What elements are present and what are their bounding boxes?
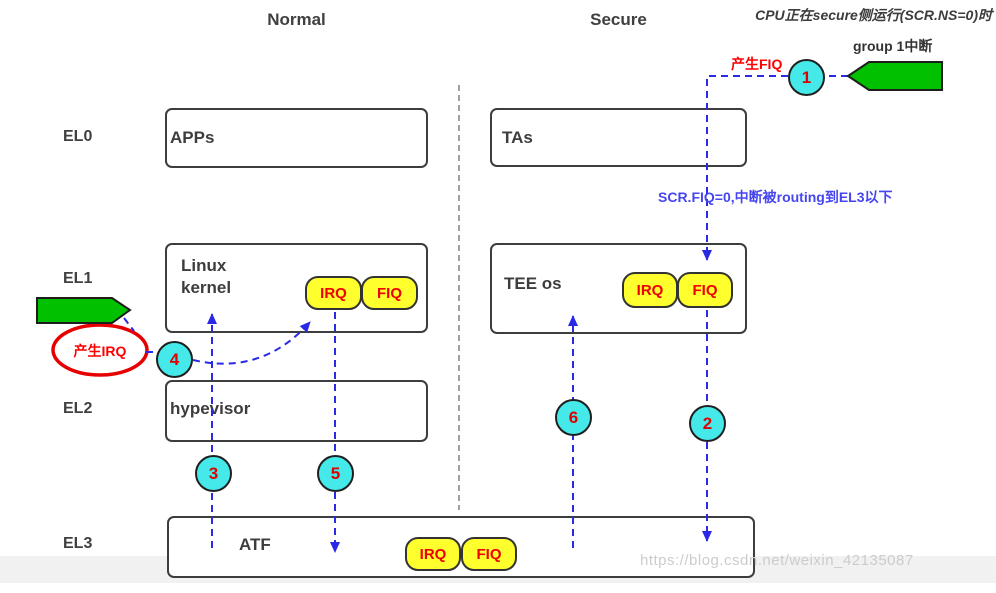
step-circle-3: 3 (195, 455, 232, 492)
level-label-el1: EL1 (63, 270, 93, 287)
fiq-badge-tee: FIQ (677, 272, 733, 308)
tas-box: TAs (490, 108, 747, 167)
step-circle-6: 6 (555, 399, 592, 436)
watermark: https://blog.csdn.net/weixin_42135087 (640, 552, 914, 569)
column-header-secure: Secure (590, 10, 647, 29)
irq-badge-tee: IRQ (622, 272, 678, 308)
linux-kernel-box-label: Linux kernel (181, 256, 232, 298)
irq-badge-el1: IRQ (305, 276, 362, 310)
group1-interrupt-arrow-icon (846, 61, 943, 91)
level-label-el3: EL3 (63, 535, 93, 552)
flow-step1-fiq-routed-down (702, 75, 848, 261)
fiq-badge-atf: FIQ (461, 537, 517, 571)
cpu-state-note: CPU正在secure侧运行(SCR.NS=0)时 (755, 7, 992, 23)
tee-os-box-label: TEE os (504, 274, 562, 293)
apps-box: APPs (165, 108, 428, 168)
atf-box-label: ATF (239, 535, 271, 554)
fiq-generated-label: 产生FIQ (731, 56, 783, 72)
flow-connector-arrow-to-ellipse (123, 317, 135, 332)
hypervisor-box-label: hypevisor (170, 399, 251, 418)
level-label-el2: EL2 (63, 400, 93, 417)
step-circle-2: 2 (689, 405, 726, 442)
step-circle-4: 4 (156, 341, 193, 378)
scr-fiq-routing-note: SCR.FIQ=0,中断被routing到EL3以下 (658, 189, 893, 205)
level-label-el0: EL0 (63, 128, 93, 145)
tas-box-label: TAs (502, 128, 533, 147)
hypervisor-box: hypevisor (165, 380, 428, 442)
column-header-normal: Normal (267, 10, 326, 29)
apps-box-label: APPs (170, 128, 215, 147)
irq-generated-label: 产生IRQ (73, 343, 127, 359)
fiq-badge-el1: FIQ (361, 276, 418, 310)
step-circle-5: 5 (317, 455, 354, 492)
irq-badge-atf: IRQ (405, 537, 461, 571)
irq-source-arrow-icon (36, 297, 132, 324)
step-circle-1: 1 (788, 59, 825, 96)
group1-interrupt-label: group 1中断 (853, 38, 933, 54)
